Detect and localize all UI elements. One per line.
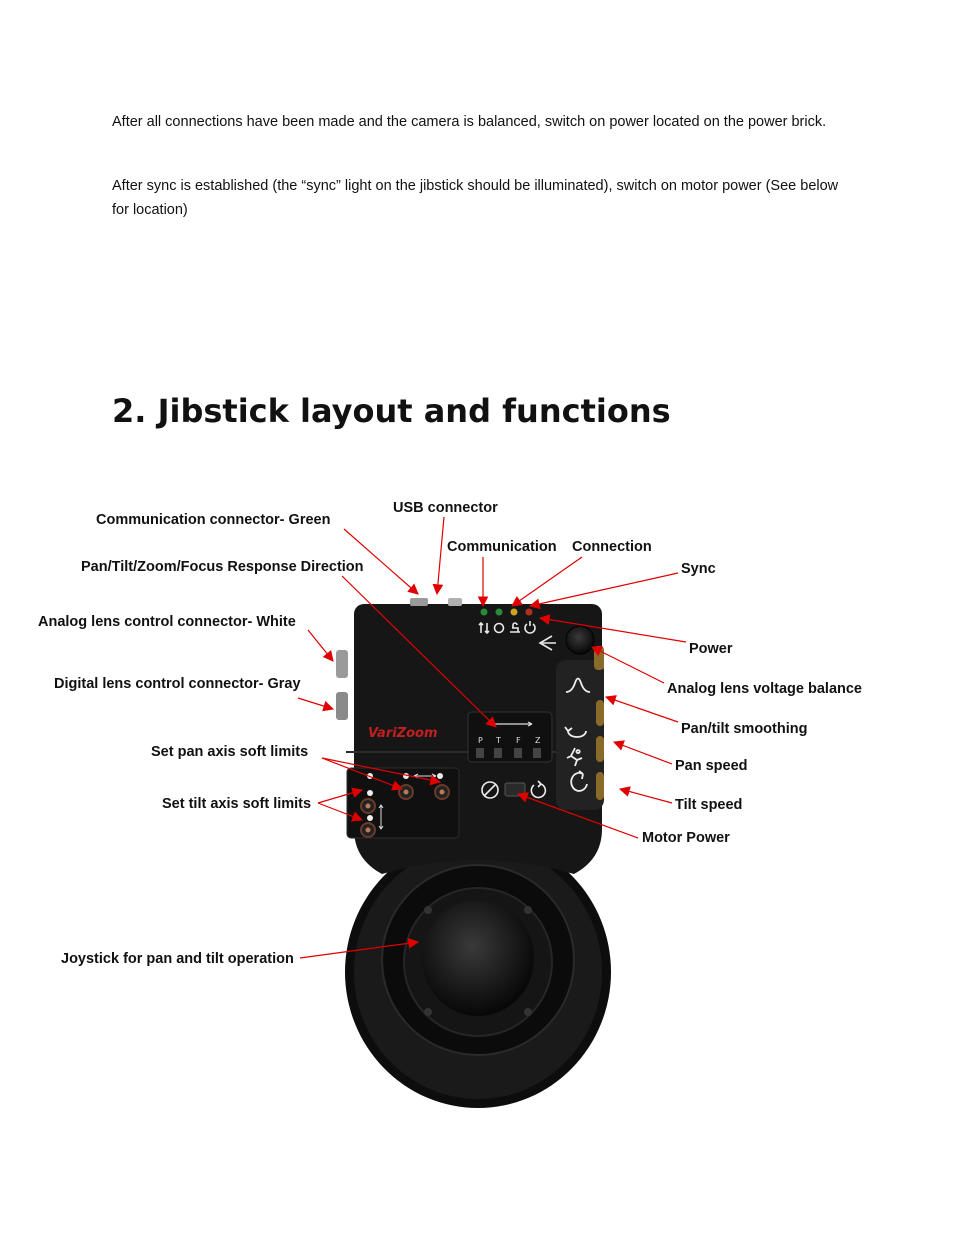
pan-speed-dial <box>596 736 604 762</box>
response-letter-z: Z <box>535 736 541 745</box>
brand-logo: VariZoom <box>368 726 438 741</box>
connection-icon <box>493 622 505 634</box>
label-communication-connector: Communication connector- Green <box>96 512 331 528</box>
callout-arrows <box>297 516 687 959</box>
voltage-balance-dial <box>594 646 604 670</box>
label-tilt-soft-limits: Set tilt axis soft limits <box>162 796 312 812</box>
label-pan-speed: Pan speed <box>675 758 748 774</box>
smoothing-dial <box>596 700 604 726</box>
status-icons <box>478 621 536 635</box>
voltage-balance-icon <box>565 677 591 693</box>
lock-icon <box>510 622 520 633</box>
label-sync: Sync <box>681 561 716 577</box>
switch-tilt[interactable] <box>494 748 502 758</box>
jibstick-device: VariZoom P T F Z <box>336 598 611 1108</box>
switch-zoom[interactable] <box>533 748 541 758</box>
power-button[interactable] <box>565 625 595 655</box>
label-joystick: Joystick for pan and tilt operation <box>61 951 294 967</box>
response-letter-p: P <box>478 736 483 745</box>
power-led <box>525 608 533 616</box>
label-pan-soft-limits: Set pan axis soft limits <box>151 744 309 760</box>
smoothing-icon <box>564 726 587 738</box>
motor-on-icon <box>530 780 547 799</box>
joystick-knob[interactable] <box>422 900 534 1016</box>
label-connection: Connection <box>572 539 652 555</box>
intro-paragraph-power: After all connections have been made and… <box>112 114 827 130</box>
label-communication: Communication <box>447 539 557 555</box>
label-motor-power: Motor Power <box>642 830 730 846</box>
label-analog-balance: Analog lens voltage balance <box>667 681 862 697</box>
usb-port[interactable] <box>448 598 462 606</box>
sync-led <box>510 608 518 616</box>
transfer-icon <box>478 621 490 635</box>
label-response-direction: Pan/Tilt/Zoom/Focus Response Direction <box>81 559 364 575</box>
analog-connector-port[interactable] <box>336 650 348 678</box>
tilt-speed-icon <box>570 770 588 792</box>
soft-limit-panel <box>346 767 460 839</box>
motor-power-switch[interactable] <box>504 782 526 797</box>
motor-off-icon <box>481 781 499 799</box>
section-heading: 2. Jibstick layout and functions <box>112 392 671 430</box>
label-digital-connector: Digital lens control connector- Gray <box>54 676 301 692</box>
label-analog-connector: Analog lens control connector- White <box>38 614 296 630</box>
communication-port[interactable] <box>410 598 428 606</box>
response-letter-t: T <box>495 736 501 745</box>
tilt-range-icon <box>378 804 384 830</box>
intro-paragraph-sync: After sync is established (the “sync” li… <box>112 178 839 218</box>
label-usb-connector: USB connector <box>393 500 498 516</box>
communication-led <box>480 608 488 616</box>
connection-led <box>495 608 503 616</box>
running-man-icon <box>566 747 583 767</box>
digital-connector-port[interactable] <box>336 692 348 720</box>
switch-focus[interactable] <box>514 748 522 758</box>
tilt-speed-dial <box>596 772 604 800</box>
label-tilt-speed: Tilt speed <box>675 797 743 813</box>
back-arrow-icon <box>538 635 556 651</box>
power-icon <box>524 621 536 634</box>
response-letter-f: F <box>516 736 521 745</box>
control-column <box>556 660 604 810</box>
switch-pan[interactable] <box>476 748 484 758</box>
label-smoothing: Pan/tilt smoothing <box>681 721 808 737</box>
label-power: Power <box>689 641 733 657</box>
